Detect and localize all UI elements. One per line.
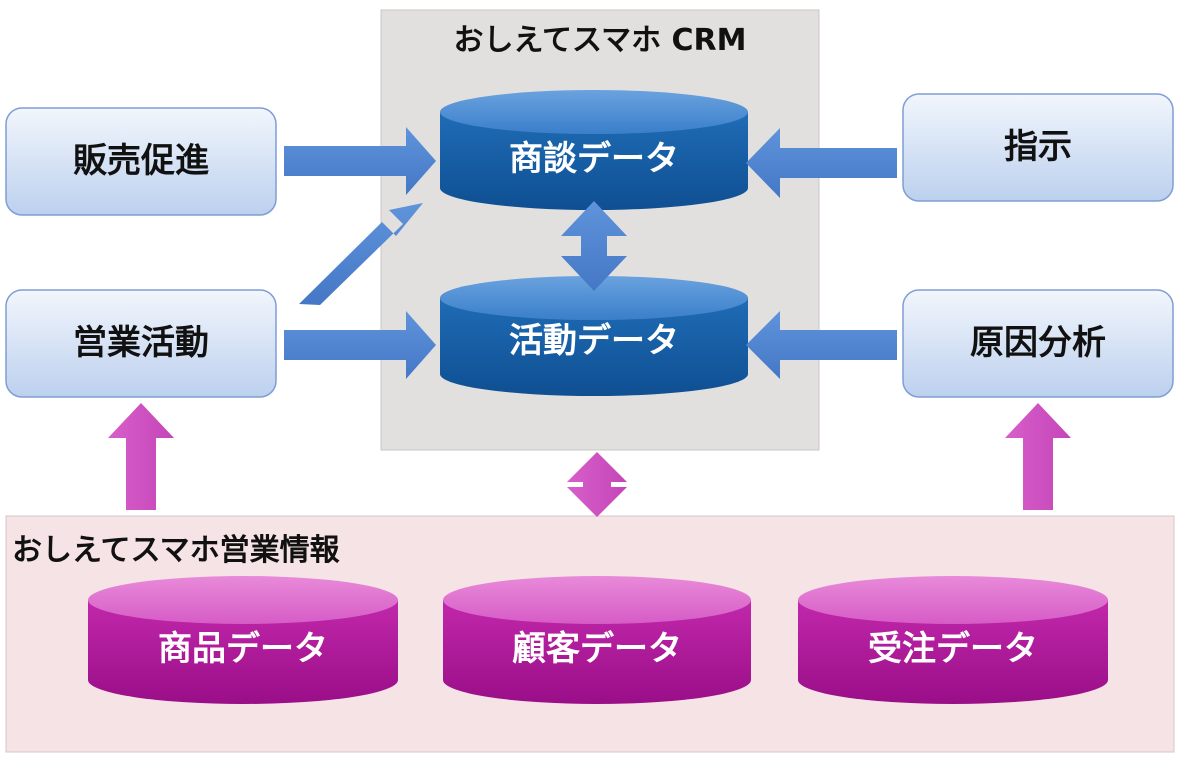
left-box-sales-activity-label: 営業活動 [73,323,209,363]
db-order-label: 受注データ [868,629,1038,669]
left-box-promotion-label: 販売促進 [73,141,209,181]
arrow-activity-diagonal-to-negotiation [299,203,423,305]
db-customer: 顧客データ [443,576,751,704]
right-box-cause-analysis-label: 原因分析 [970,323,1106,363]
db-activity-label: 活動データ [509,321,679,361]
left-box-sales-activity [5,289,277,398]
arrow-negotiation-activity-bidirectional [561,201,627,291]
arrow-instruction-to-negotiation [746,128,897,198]
arrow-salesinfo-to-sales-activity [108,403,174,510]
arrow-cause-analysis-to-activitydata [746,311,897,379]
db-customer-label: 顧客データ [512,629,682,669]
db-order: 受注データ [798,576,1108,704]
right-box-instruction-label: 指示 [1004,127,1072,167]
db-negotiation-label: 商談データ [509,139,679,179]
arrow-salesinfo-to-cause-analysis [1005,403,1071,510]
arrow-promotion-to-negotiation [284,127,436,195]
arrow-activity-to-activitydata [284,311,436,379]
sales-info-title: おしえてスマホ営業情報 [12,533,341,568]
left-box-promotion [5,107,277,216]
right-box-instruction [902,93,1174,202]
db-product: 商品データ [88,576,398,704]
db-product-label: 商品データ [158,629,328,669]
arrow-crm-salesinfo-bidirectional [567,452,627,517]
crm-title: おしえてスマホ CRM [453,23,746,58]
db-activity: 活動データ [440,276,748,396]
db-negotiation: 商談データ [440,90,748,210]
right-box-cause-analysis [902,289,1174,398]
